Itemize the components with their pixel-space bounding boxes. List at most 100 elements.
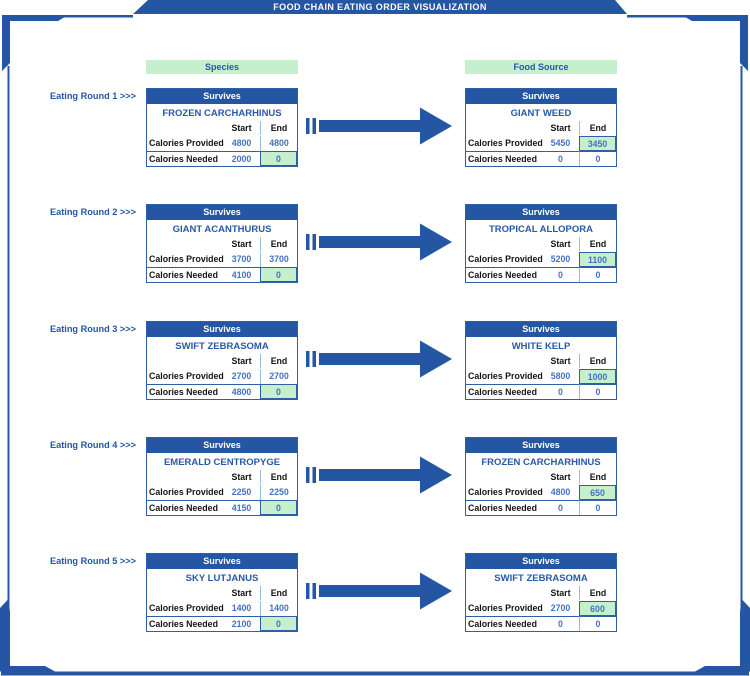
- species-name: SWIFT ZEBRASOMA: [175, 341, 269, 352]
- species-table: Survives GIANT ACANTHURUS Start End Calo…: [146, 204, 298, 283]
- provided-start-value: 2700: [231, 371, 252, 381]
- calories-provided-label: Calories Provided: [468, 254, 543, 264]
- calories-provided-label: Calories Provided: [149, 603, 224, 613]
- calories-needed-label: Calories Needed: [147, 616, 223, 631]
- eating-round-label: Eating Round 3 >>>: [49, 324, 136, 334]
- provided-end-value: 2250: [260, 485, 297, 500]
- needed-start-value: 2000: [223, 151, 260, 166]
- food-source-name: GIANT WEED: [510, 108, 572, 119]
- calories-provided-label: Calories Provided: [468, 603, 543, 613]
- eating-round-label: Eating Round 4 >>>: [49, 440, 136, 450]
- spacer-cell: [147, 237, 223, 252]
- eating-flow-arrow-icon: [306, 223, 452, 261]
- end-column-header: End: [260, 121, 297, 135]
- calories-provided-label: Calories Provided: [149, 371, 224, 381]
- species-name: FROZEN CARCHARHINUS: [162, 108, 282, 119]
- eating-round-label: Eating Round 5 >>>: [49, 556, 136, 566]
- spacer-cell: [466, 121, 542, 136]
- eating-flow-arrow-icon: [306, 456, 452, 494]
- spacer-cell: [466, 586, 542, 601]
- needed-end-value: 0: [579, 384, 616, 399]
- calories-provided-label: Calories Provided: [149, 487, 224, 497]
- needed-start-value: 2100: [223, 616, 260, 631]
- provided-start-value: 4800: [550, 487, 571, 497]
- status-header: Survives: [466, 205, 616, 220]
- needed-end-value-highlighted: 0: [260, 500, 297, 515]
- spacer-cell: [466, 354, 542, 369]
- calories-provided-label: Calories Provided: [149, 254, 224, 264]
- status-header: Survives: [466, 89, 616, 104]
- eating-round-label: Eating Round 2 >>>: [49, 207, 136, 217]
- start-column-header: Start: [231, 123, 252, 133]
- calories-needed-label: Calories Needed: [466, 151, 542, 166]
- spacer-cell: [466, 237, 542, 252]
- provided-start-value: 4800: [231, 138, 252, 148]
- calories-provided-label: Calories Provided: [468, 138, 543, 148]
- status-header: Survives: [147, 205, 297, 220]
- start-column-header: Start: [231, 239, 252, 249]
- food-source-name: WHITE KELP: [511, 341, 571, 352]
- food-source-table: Survives GIANT WEED Start End Calories P…: [465, 88, 617, 167]
- start-column-header: Start: [550, 239, 571, 249]
- start-column-header: Start: [550, 356, 571, 366]
- needed-start-value: 0: [542, 500, 579, 515]
- calories-needed-label: Calories Needed: [466, 384, 542, 399]
- start-column-header: Start: [550, 472, 571, 482]
- end-column-header: End: [260, 470, 297, 484]
- end-column-header: End: [579, 121, 616, 135]
- needed-start-value: 4150: [223, 500, 260, 515]
- spacer-cell: [466, 470, 542, 485]
- needed-start-value: 0: [542, 151, 579, 166]
- end-column-header: End: [260, 586, 297, 600]
- provided-end-value-highlighted: 3450: [579, 136, 616, 151]
- spacer-cell: [147, 354, 223, 369]
- start-column-header: Start: [231, 356, 252, 366]
- species-table: Survives FROZEN CARCHARHINUS Start End C…: [146, 88, 298, 167]
- calories-needed-label: Calories Needed: [466, 267, 542, 282]
- food-source-table: Survives TROPICAL ALLOPORA Start End Cal…: [465, 204, 617, 283]
- species-name: SKY LUTJANUS: [185, 573, 259, 584]
- provided-start-value: 2250: [231, 487, 252, 497]
- status-header: Survives: [466, 438, 616, 453]
- status-header: Survives: [147, 554, 297, 569]
- start-column-header: Start: [550, 588, 571, 598]
- start-column-header: Start: [231, 588, 252, 598]
- food-source-table: Survives SWIFT ZEBRASOMA Start End Calor…: [465, 553, 617, 632]
- spacer-cell: [147, 470, 223, 485]
- species-column-header: Species: [146, 60, 298, 74]
- provided-end-value: 4800: [260, 136, 297, 151]
- needed-start-value: 4800: [223, 384, 260, 399]
- calories-needed-label: Calories Needed: [466, 616, 542, 631]
- page-title: FOOD CHAIN EATING ORDER VISUALIZATION: [273, 2, 487, 12]
- needed-end-value: 0: [579, 500, 616, 515]
- provided-start-value: 5800: [550, 371, 571, 381]
- food-source-name: TROPICAL ALLOPORA: [489, 224, 593, 235]
- spacer-cell: [147, 586, 223, 601]
- spacer-cell: [147, 121, 223, 136]
- food-source-name: FROZEN CARCHARHINUS: [481, 457, 601, 468]
- food-source-table: Survives FROZEN CARCHARHINUS Start End C…: [465, 437, 617, 516]
- calories-needed-label: Calories Needed: [466, 500, 542, 515]
- calories-needed-label: Calories Needed: [147, 384, 223, 399]
- species-name: EMERALD CENTROPYGE: [163, 457, 281, 468]
- provided-start-value: 3700: [231, 254, 252, 264]
- food-source-column-header: Food Source: [465, 60, 617, 74]
- needed-end-value: 0: [579, 267, 616, 282]
- calories-needed-label: Calories Needed: [147, 267, 223, 282]
- eating-flow-arrow-icon: [306, 340, 452, 378]
- provided-start-value: 5200: [550, 254, 571, 264]
- needed-end-value-highlighted: 0: [260, 267, 297, 282]
- needed-end-value-highlighted: 0: [260, 384, 297, 399]
- end-column-header: End: [579, 354, 616, 368]
- species-table: Survives EMERALD CENTROPYGE Start End Ca…: [146, 437, 298, 516]
- start-column-header: Start: [550, 123, 571, 133]
- provided-end-value: 2700: [260, 369, 297, 384]
- food-source-table: Survives WHITE KELP Start End Calories P…: [465, 321, 617, 400]
- provided-end-value-highlighted: 650: [579, 485, 616, 500]
- needed-start-value: 0: [542, 267, 579, 282]
- status-header: Survives: [147, 322, 297, 337]
- status-header: Survives: [147, 438, 297, 453]
- eating-round-label: Eating Round 1 >>>: [49, 91, 136, 101]
- end-column-header: End: [579, 586, 616, 600]
